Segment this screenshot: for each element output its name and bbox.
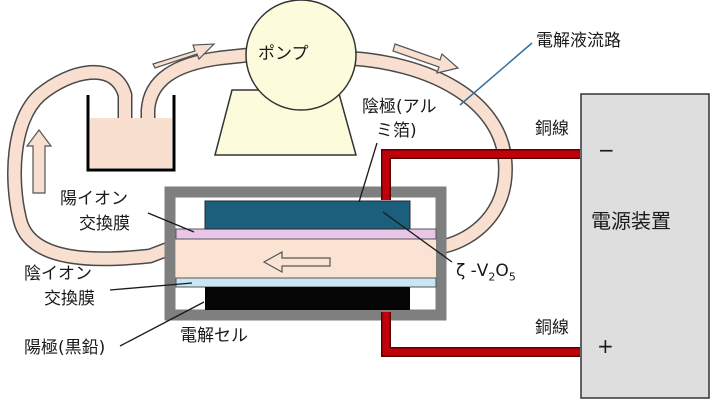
copper-wire-label-top: 銅線 (535, 119, 569, 139)
power-supply-label: 電源装置 (591, 209, 671, 233)
flow-path-label: 電解液流路 (536, 31, 621, 51)
copper-wire-label-bottom: 銅線 (535, 318, 569, 338)
flow-arrow-to-pump (152, 43, 216, 69)
cell-label: 電解セル (180, 326, 248, 346)
cathode-label-line2: ミ箔) (376, 121, 417, 141)
cell-flow-arrow (262, 250, 331, 274)
flow-path-leader (459, 42, 533, 106)
anion-membrane-label-line1: 陰イオン (24, 264, 92, 284)
anion-membrane (175, 277, 437, 288)
anode-plate (205, 287, 410, 310)
power-supply-box (580, 93, 710, 399)
cation-membrane-label-line2: 交換膜 (79, 214, 130, 234)
minus-terminal: − (598, 138, 615, 162)
anode-label: 陽極(黒鉛) (24, 338, 106, 358)
pump-label: ポンプ (258, 44, 309, 64)
electrolytic-cell (164, 186, 447, 321)
flow-arrow-up-left (25, 129, 53, 194)
copper-wires (381, 149, 580, 357)
cathode-plate (204, 200, 411, 230)
anion-membrane-label-line2: 交換膜 (44, 289, 95, 309)
plus-terminal: + (597, 334, 614, 358)
reservoir-beaker (86, 95, 176, 172)
cation-membrane (175, 228, 437, 240)
leader-lines (109, 142, 453, 347)
cathode-label-line1: 陰極(アル (362, 97, 437, 117)
cation-membrane-label-line1: 陽イオン (60, 189, 128, 209)
vanadium-oxide-label: ζ -V2O5 (456, 261, 516, 284)
pump (214, 0, 357, 156)
flow-arrow-from-pump (392, 43, 460, 74)
